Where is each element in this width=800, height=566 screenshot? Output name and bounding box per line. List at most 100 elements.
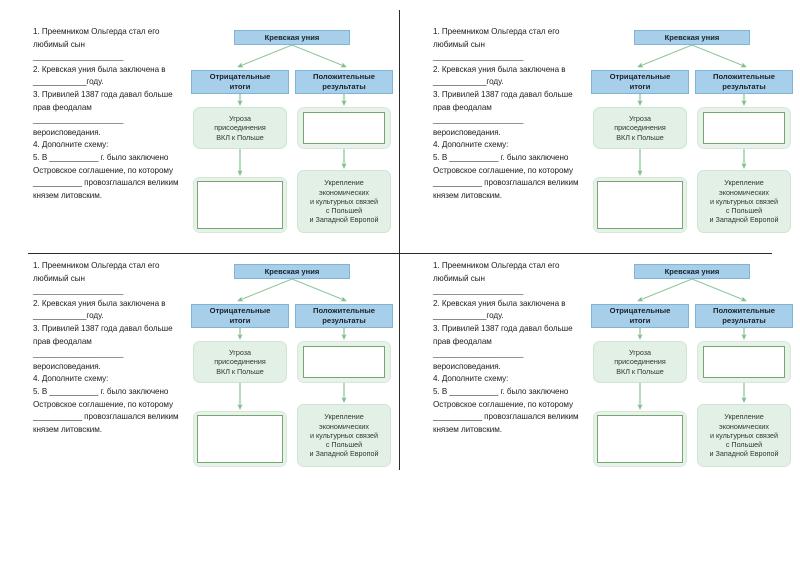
vertical-divider [399,10,400,470]
node-negative-item-2-blank[interactable] [193,177,287,233]
node-positive-item-1-blank[interactable] [697,341,791,383]
question-list: 1. Преемником Ольгерда стал его любимый … [433,260,583,436]
neg1-line-1: Угроза [228,114,252,124]
question-item-1: 1. Преемником Ольгерда стал его любимый … [433,261,562,283]
answer-blank-2[interactable]: _______________________ [433,349,523,359]
node-krevskaya-uniya[interactable]: Кревская уния [634,30,750,45]
negative-line-2: итоги [229,82,251,91]
neg1-line-3: ВКЛ к Польше [616,366,664,376]
negative-line-2: итоги [629,316,651,325]
question-item-3-tail: вероисповедания. [433,361,501,371]
question-item-2: 2. Кревская уния была заключена в ______… [433,64,568,87]
node-positive-item-1-blank[interactable] [697,107,791,149]
node-krevskaya-uniya[interactable]: Кревская уния [234,264,350,279]
node-root-label: Кревская уния [664,266,720,276]
node-positive-item-1-blank[interactable] [297,341,391,383]
question-item-3: 3. Привилей 1387 года давал больше прав … [433,89,575,112]
pos2-line-1: Укрепление [324,412,364,422]
negative-line-1: Отрицательные [209,306,271,316]
answer-box[interactable] [703,112,785,144]
answer-box[interactable] [197,415,283,463]
pos2-line-3: и культурных связей [309,430,379,440]
positive-line-2: результаты [322,316,366,325]
neg1-line-2: присоединения [214,357,266,367]
neg1-line-3: ВКЛ к Польше [616,132,664,142]
positive-line-1: Положительные [313,306,375,316]
question-item-4: 4. Дополните схему: [33,140,109,150]
neg1-line-1: Угроза [228,348,252,358]
answer-blank-2[interactable]: _______________________ [33,115,123,125]
answer-blank-2[interactable]: _______________________ [33,349,123,359]
question-list: 1. Преемником Ольгерда стал его любимый … [33,26,183,202]
answer-box[interactable] [703,346,785,378]
neg1-line-1: Угроза [628,114,652,124]
node-positive-item-1-blank[interactable] [297,107,391,149]
pos2-line-4: с Польшей [725,206,763,216]
answer-box[interactable] [303,346,385,378]
positive-line-2: результаты [322,82,366,91]
question-item-5: 5. В ___________ г. было заключено Остро… [433,152,581,200]
pos2-line-1: Укрепление [724,412,764,422]
positive-line-1: Положительные [713,72,775,82]
node-krevskaya-uniya[interactable]: Кревская уния [234,30,350,45]
answer-blank-1[interactable]: _______________________ [33,286,123,296]
question-item-1: 1. Преемником Ольгерда стал его любимый … [33,27,162,49]
positive-line-1: Положительные [313,72,375,82]
negative-line-2: итоги [629,82,651,91]
question-item-5: 5. В ___________ г. было заключено Остро… [33,152,181,200]
answer-blank-1[interactable]: _______________________ [433,52,523,62]
question-item-2: 2. Кревская уния была заключена в ______… [33,64,168,87]
pos2-line-4: с Польшей [325,440,363,450]
answer-blank-1[interactable]: _______________________ [433,286,523,296]
answer-box[interactable] [303,112,385,144]
node-negative-item-2-blank[interactable] [593,411,687,467]
answer-blank-2[interactable]: _______________________ [433,115,523,125]
negative-line-1: Отрицательные [209,72,271,82]
pos2-line-4: с Польшей [325,206,363,216]
answer-box[interactable] [197,181,283,229]
neg1-line-2: присоединения [614,123,666,133]
answer-box[interactable] [597,415,683,463]
node-root-label: Кревская уния [664,32,720,42]
pos2-line-2: экономических [719,187,769,197]
question-item-2: 2. Кревская уния была заключена в ______… [33,298,168,321]
positive-line-2: результаты [722,82,766,91]
positive-line-2: результаты [722,316,766,325]
node-negative-item-2-blank[interactable] [193,411,287,467]
answer-box[interactable] [597,181,683,229]
node-krevskaya-uniya[interactable]: Кревская уния [634,264,750,279]
neg1-line-2: присоединения [214,123,266,133]
node-negative-item-2-blank[interactable] [593,177,687,233]
horizontal-divider [28,253,772,254]
pos2-line-1: Укрепление [724,178,764,188]
quadrant-top-right: 1. Преемником Ольгерда стал его любимый … [400,22,799,250]
answer-blank-1[interactable]: _______________________ [33,52,123,62]
